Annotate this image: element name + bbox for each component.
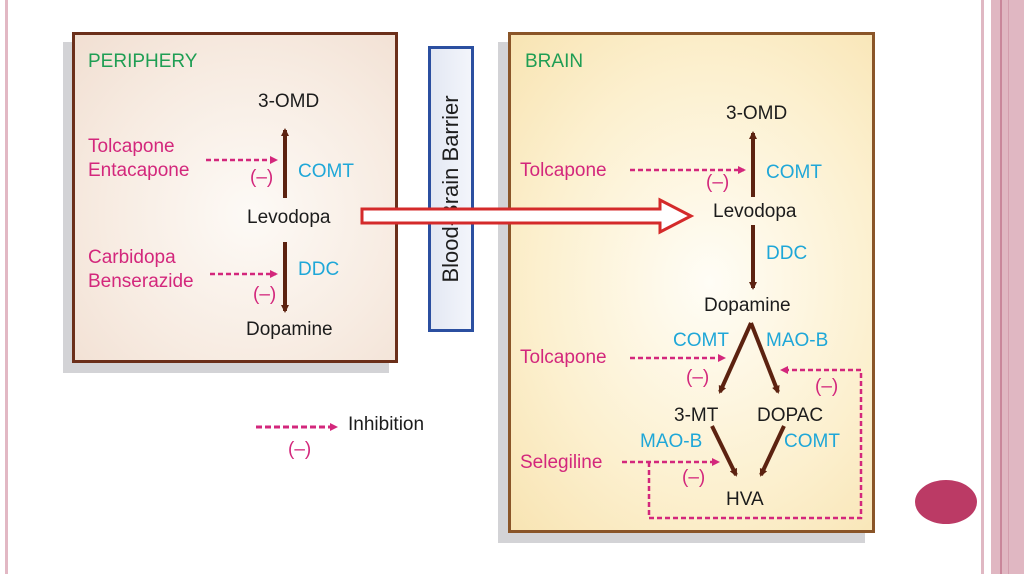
- levodopa-transport-arrow: [360, 197, 695, 235]
- legend-inhibition-mark: (–): [288, 439, 312, 460]
- brain-hva: HVA: [726, 489, 764, 510]
- brain-title: BRAIN: [525, 51, 584, 72]
- brain-lower-inhibition-mark: (–): [682, 467, 706, 488]
- selegiline-mao-b-loop-line: [647, 366, 863, 520]
- dopac-to-hva-arrow: [759, 425, 786, 477]
- periphery-comt-inhibition-mark: (–): [250, 167, 274, 188]
- 3mt-to-hva-arrow: [710, 425, 738, 477]
- periphery-levodopa: Levodopa: [247, 207, 331, 228]
- right-border-band: [991, 0, 1024, 574]
- periphery-inhibitor-carbidopa: Carbidopa: [88, 247, 176, 268]
- left-border-stripe: [5, 0, 8, 574]
- periphery-inhibitor-benserazide: Benserazide: [88, 271, 194, 292]
- right-border-line-2: [1008, 0, 1009, 574]
- brain-dopamine-mao-b-enzyme: MAO-B: [766, 330, 829, 351]
- periphery-inhibitor-entacapone: Entacapone: [88, 160, 190, 181]
- brain-middle-inhibitor-tolcapone: Tolcapone: [520, 347, 607, 368]
- brain-inhibitor-selegiline: Selegiline: [520, 452, 603, 473]
- brain-levodopa-ddc-enzyme: DDC: [766, 243, 808, 264]
- brain-dopac: DOPAC: [757, 405, 824, 426]
- periphery-comt-enzyme: COMT: [298, 161, 354, 182]
- dopamine-to-3mt-arrow: [718, 322, 753, 394]
- brain-region: [508, 32, 875, 533]
- periphery-title: PERIPHERY: [88, 51, 198, 72]
- periphery-dopamine: Dopamine: [246, 319, 333, 340]
- right-border-stripe-thin: [981, 0, 984, 574]
- brain-levodopa-comt-enzyme: COMT: [766, 162, 822, 183]
- periphery-ddc-inhibition-mark: (–): [253, 284, 277, 305]
- blood-brain-barrier: Blood-Brain Barrier: [428, 46, 474, 332]
- brain-3mt: 3-MT: [674, 405, 719, 426]
- right-border-line-1: [1000, 0, 1002, 574]
- brain-right-inhibition-mark: (–): [815, 376, 839, 397]
- slide-nav-dot[interactable]: [915, 480, 977, 524]
- brain-dopamine-comt-enzyme: COMT: [673, 330, 729, 351]
- brain-middle-inhibition-mark: (–): [686, 367, 710, 388]
- periphery-region: [72, 32, 398, 363]
- dopamine-to-dopac-arrow: [749, 322, 780, 394]
- brain-upper-inhibitor-tolcapone: Tolcapone: [520, 160, 607, 181]
- brain-3omd: 3-OMD: [726, 103, 788, 124]
- periphery-ddc-enzyme: DDC: [298, 259, 340, 280]
- brain-levodopa: Levodopa: [713, 201, 797, 222]
- brain-dopamine: Dopamine: [704, 295, 791, 316]
- brain-upper-inhibition-mark: (–): [706, 172, 730, 193]
- brain-3mt-mao-b-enzyme: MAO-B: [640, 431, 703, 452]
- periphery-3omd: 3-OMD: [258, 91, 320, 112]
- brain-dopac-comt-enzyme: COMT: [784, 431, 840, 452]
- legend-inhibition-label: Inhibition: [348, 414, 425, 435]
- periphery-inhibitor-tolcapone: Tolcapone: [88, 136, 175, 157]
